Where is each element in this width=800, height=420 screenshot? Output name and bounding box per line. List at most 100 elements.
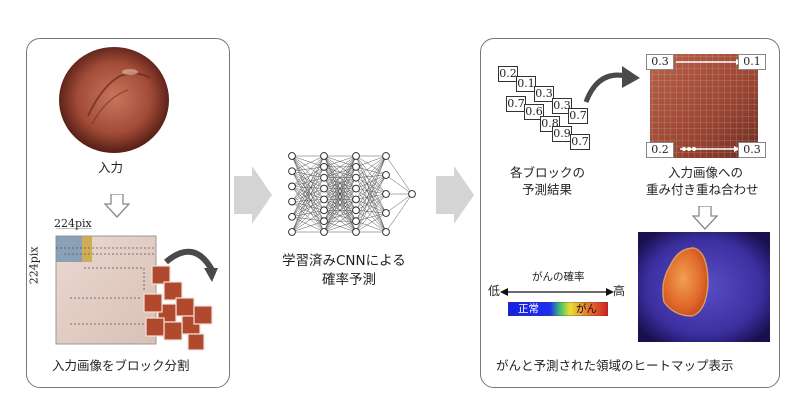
cnn-node [288,182,296,191]
cnn-edge [291,188,325,233]
cnn-edge [291,171,325,200]
overlay-image [650,54,758,158]
cnn-edge [291,199,325,233]
overlay-value: 0.3 [646,54,674,70]
cnn-node [320,152,328,160]
cnn-edge [323,155,357,222]
cnn-node [352,206,360,215]
cnn-edge [291,155,325,202]
cnn-edge [323,155,357,189]
cnn-edge [291,186,325,200]
overlay-line2: 重み付き重ね合わせ [646,182,759,197]
cnn-node [352,195,360,204]
cnn-edge [355,177,387,195]
cnn-edge [291,177,325,202]
legend-title: がんの確率 [532,271,585,283]
cnn-edge [291,201,325,222]
overlay-value: 0.3 [738,142,766,158]
cnn-edge [355,177,387,214]
cnn-node [352,173,360,182]
cnn-node [382,209,390,217]
legend-cancer: がん [576,303,597,315]
prob-block: 0.7 [506,96,526,112]
prob-block: 0.7 [570,134,590,150]
cnn-edge [355,174,387,189]
cnn-network-diagram [288,152,416,236]
cnn-node [320,217,328,225]
prob-block: 0.3 [534,86,554,102]
cnn-edge [291,166,325,187]
cnn-edge [355,174,387,233]
height-label: 224pix [27,246,41,285]
cnn-edge [355,155,387,200]
cnn-edge [355,166,387,233]
cnn-edge [291,155,325,189]
cnn-edge [355,210,387,233]
block-result-line2: 予測結果 [522,182,573,197]
prob-block: 0.6 [524,104,544,120]
cnn-edge [291,166,325,172]
cnn-edge [291,166,325,202]
cnn-node [288,197,296,206]
split-label: 入力画像をブロック分割 [52,358,190,373]
cnn-edge [355,166,387,214]
cnn-edge [291,155,325,217]
block-split-image [55,228,218,351]
down-arrow-icon-right [692,206,718,230]
cnn-edge [323,166,357,233]
cnn-edge [291,155,325,187]
overlay-value: 0.1 [738,54,766,70]
cnn-label-line1: 学習済みCNNによる [282,253,406,269]
cnn-edge [355,155,387,214]
cnn-node [382,171,390,179]
cnn-edge [291,177,325,217]
cnn-edge [323,199,357,233]
prob-block: 0.1 [516,76,536,92]
cnn-edge [291,186,325,211]
cnn-edge [323,188,357,233]
cnn-edge [355,155,387,168]
heatmap-label: がんと予測された領域のヒートマップ表示 [496,358,734,373]
overlay-line1: 入力画像への [668,165,744,180]
cnn-node [352,184,360,193]
cnn-node [352,228,360,236]
cnn-edge [323,155,357,211]
cnn-edge [355,155,387,189]
heatmap-image [638,232,770,342]
cnn-edge [355,193,387,211]
cnn-node [408,190,416,198]
cnn-edge [291,155,325,178]
cnn-edge [323,210,357,233]
cnn-edge [355,193,387,200]
cnn-edge [355,174,387,211]
prob-block: 0.3 [552,98,572,114]
legend-arrow [500,288,614,296]
cnn-edge [355,155,387,222]
legend-colorbar [508,302,608,316]
cnn-edge [355,188,387,195]
cnn-node [320,228,328,236]
cnn-edge [291,201,325,211]
block-result-line1: 各ブロックの [510,165,586,180]
cnn-edge [385,193,413,233]
cnn-edge [323,177,357,233]
width-label: 224pix [54,217,92,230]
cnn-node [320,173,328,182]
cnn-edge [291,171,325,222]
cnn-node [288,212,296,221]
down-arrow-icon [104,194,130,218]
cnn-edge [291,171,325,211]
cnn-edge [291,155,325,172]
cnn-edge [291,171,325,189]
cnn-edge [291,188,325,202]
cnn-edge [385,193,413,214]
cnn-edge [355,188,387,214]
cnn-node [288,228,296,236]
cnn-edge [355,166,387,176]
cnn-edge [291,210,325,218]
cnn-edge [323,155,357,200]
prob-block: 0.2 [498,66,518,82]
cnn-edge [291,186,325,189]
cnn-node [320,206,328,215]
cnn-edge [355,193,387,233]
